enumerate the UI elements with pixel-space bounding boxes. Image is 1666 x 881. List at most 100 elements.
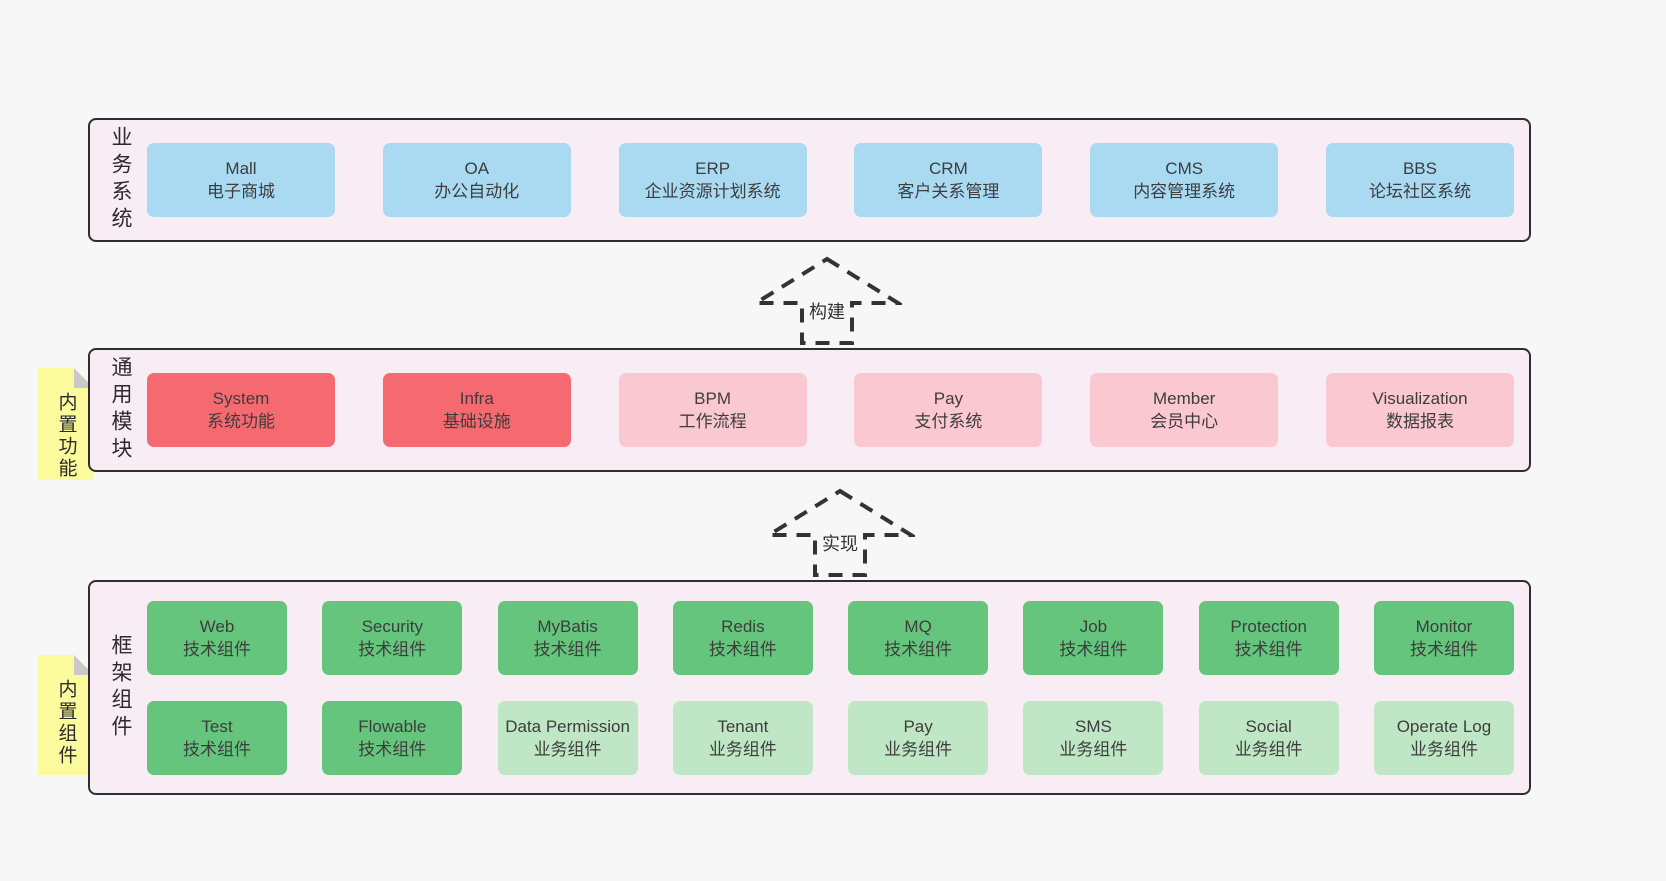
- module-name: Pay: [903, 716, 933, 736]
- module-desc: 技术组件: [1409, 639, 1478, 659]
- module-desc: 数据报表: [1385, 412, 1454, 431]
- module-name: Protection: [1230, 616, 1307, 636]
- module-infra: Infra 基础设施: [382, 373, 571, 447]
- module-mybatis: MyBatis 技术组件: [497, 600, 638, 675]
- up-arrow-implement: 实现: [765, 487, 915, 579]
- module-pay: Pay 业务组件: [848, 700, 989, 775]
- module-desc: 技术组件: [358, 639, 427, 659]
- module-name: MyBatis: [537, 616, 598, 636]
- dashed-up-arrow-icon: [752, 256, 902, 345]
- module-desc: 技术组件: [183, 639, 251, 659]
- module-social: Social 业务组件: [1198, 700, 1339, 775]
- module-name: Infra: [459, 389, 494, 408]
- module-mq: MQ 技术组件: [848, 600, 989, 675]
- module-name: Web: [199, 616, 235, 636]
- module-bpm: BPM 工作流程: [618, 373, 807, 447]
- sticky-note-label: 内置组件: [55, 679, 77, 767]
- arrow-label: 实现: [817, 529, 863, 557]
- module-name: MQ: [904, 616, 932, 636]
- module-desc: 技术组件: [1059, 639, 1128, 659]
- module-oa: OA 办公自动化: [382, 143, 571, 217]
- module-name: Data Permission: [505, 716, 630, 736]
- band-label: 通用模块: [109, 356, 132, 464]
- dashed-up-arrow-icon: [765, 488, 915, 577]
- module-name: Visualization: [1372, 389, 1468, 408]
- module-crm: CRM 客户关系管理: [854, 143, 1043, 217]
- module-name: OA: [464, 159, 490, 178]
- module-name: Mall: [225, 159, 257, 178]
- module-desc: 技术组件: [708, 639, 777, 659]
- sticky-note-built-in-features: 内置功能: [38, 368, 94, 480]
- module-desc: 基础设施: [442, 412, 511, 431]
- module-desc: 客户关系管理: [897, 182, 1000, 201]
- module-mall: Mall 电子商城: [147, 143, 335, 217]
- module-desc: 工作流程: [678, 412, 747, 431]
- module-monitor: Monitor 技术组件: [1373, 600, 1514, 675]
- module-name: Redis: [721, 616, 765, 636]
- module-bbs: BBS 论坛社区系统: [1325, 143, 1514, 217]
- module-flowable: Flowable 技术组件: [322, 700, 463, 775]
- module-visualization: Visualization 数据报表: [1325, 373, 1514, 447]
- module-desc: 技术组件: [884, 639, 953, 659]
- module-desc: 技术组件: [358, 739, 427, 759]
- module-sms: SMS 业务组件: [1023, 700, 1164, 775]
- module-name: Flowable: [358, 716, 427, 736]
- module-desc: 业务组件: [1059, 739, 1128, 759]
- module-data-permission: Data Permission 业务组件: [497, 700, 638, 775]
- module-desc: 技术组件: [533, 639, 602, 659]
- module-desc: 论坛社区系统: [1368, 182, 1471, 201]
- module-cms: CMS 内容管理系统: [1090, 143, 1279, 217]
- module-desc: 会员中心: [1150, 412, 1219, 431]
- module-desc: 业务组件: [884, 739, 953, 759]
- module-name: Security: [361, 616, 423, 636]
- module-member: Member 会员中心: [1090, 373, 1279, 447]
- module-name: Social: [1245, 716, 1292, 736]
- module-web: Web 技术组件: [147, 600, 287, 675]
- module-name: Monitor: [1415, 616, 1473, 636]
- module-name: CMS: [1165, 159, 1204, 178]
- module-desc: 业务组件: [1234, 739, 1303, 759]
- module-redis: Redis 技术组件: [672, 600, 813, 675]
- module-desc: 业务组件: [533, 739, 602, 759]
- module-name: CRM: [929, 159, 968, 178]
- module-job: Job 技术组件: [1023, 600, 1164, 675]
- module-name: Job: [1079, 616, 1108, 636]
- module-desc: 内容管理系统: [1133, 182, 1236, 201]
- module-name: Test: [201, 716, 233, 736]
- module-operate-log: Operate Log 业务组件: [1373, 700, 1514, 775]
- band-label: 框架组件: [109, 633, 132, 742]
- module-name: SMS: [1074, 716, 1112, 736]
- module-name: System: [212, 389, 270, 408]
- band-label: 业务系统: [109, 126, 132, 234]
- module-name: Pay: [933, 389, 964, 408]
- module-name: Tenant: [717, 716, 769, 736]
- module-name: Member: [1153, 389, 1216, 408]
- module-security: Security 技术组件: [322, 600, 463, 675]
- sticky-note-label: 内置功能: [55, 392, 77, 480]
- module-desc: 办公自动化: [434, 182, 520, 201]
- up-arrow-build: 构建: [752, 255, 902, 347]
- module-tenant: Tenant 业务组件: [672, 700, 813, 775]
- module-name: BPM: [694, 389, 732, 408]
- module-desc: 电子商城: [207, 182, 275, 201]
- module-name: Operate Log: [1396, 716, 1492, 736]
- module-desc: 业务组件: [1409, 739, 1478, 759]
- sticky-note-built-in-components: 内置组件: [38, 655, 94, 775]
- module-name: BBS: [1402, 159, 1437, 178]
- module-desc: 业务组件: [708, 739, 777, 759]
